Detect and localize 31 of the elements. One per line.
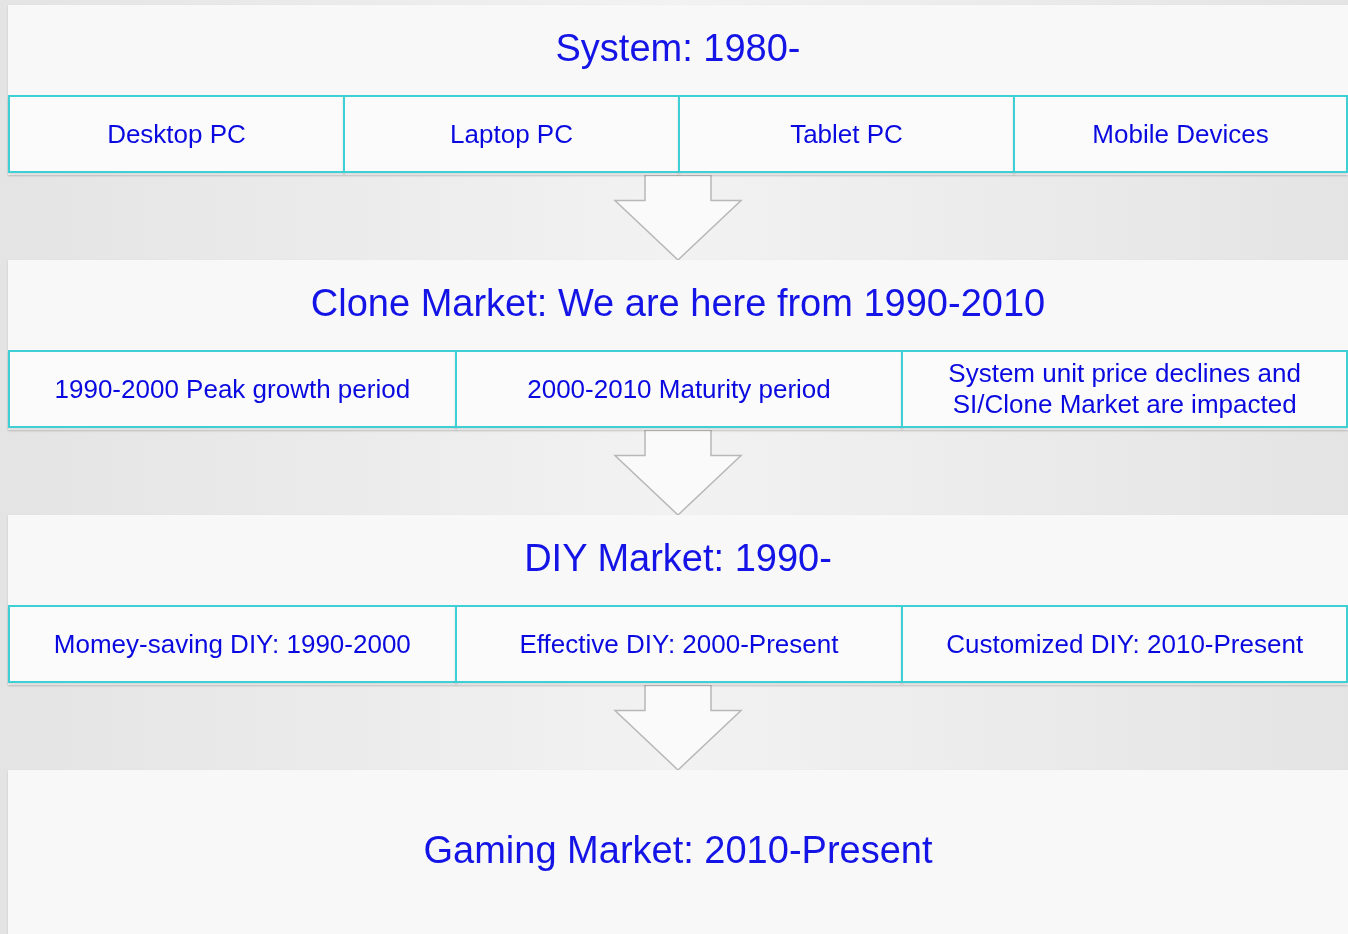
period-text: System unit price declines and SI/Clone Market are impacted [947, 358, 1302, 420]
stage-panel [8, 5, 1348, 175]
period-text: Mobile Devices [1092, 118, 1269, 150]
period-text: Tablet PC [790, 118, 903, 150]
stage-panel [8, 260, 1348, 430]
period-box [454, 350, 904, 428]
period-text: Laptop PC [450, 118, 573, 150]
stage-panel [8, 770, 1348, 934]
period-box [901, 605, 1348, 683]
period-text: 2000-2010 Maturity period [527, 373, 831, 405]
stage-title: Clone Market: We are here from 1990-2010 [309, 282, 1047, 325]
down-arrow [613, 684, 743, 772]
period-box [8, 350, 457, 428]
period-box [343, 95, 680, 173]
stage-title: DIY Market: 1990- [523, 537, 833, 580]
stage-title: Gaming Market: 2010-Present [422, 829, 934, 872]
period-box [454, 605, 904, 683]
period-box [901, 350, 1348, 428]
stage-title: System: 1980- [554, 27, 802, 70]
period-box [8, 605, 457, 683]
period-text: Desktop PC [107, 118, 246, 150]
down-arrow [613, 429, 743, 517]
period-text: 1990-2000 Peak growth period [54, 373, 411, 405]
down-arrow [613, 174, 743, 262]
period-text: Momey-saving DIY: 1990-2000 [53, 628, 411, 660]
period-box [8, 95, 345, 173]
stage-panel [8, 515, 1348, 685]
period-text: Effective DIY: 2000-Present [519, 628, 839, 660]
period-text: Customized DIY: 2010-Present [946, 628, 1304, 660]
period-box [1013, 95, 1348, 173]
period-box [678, 95, 1015, 173]
